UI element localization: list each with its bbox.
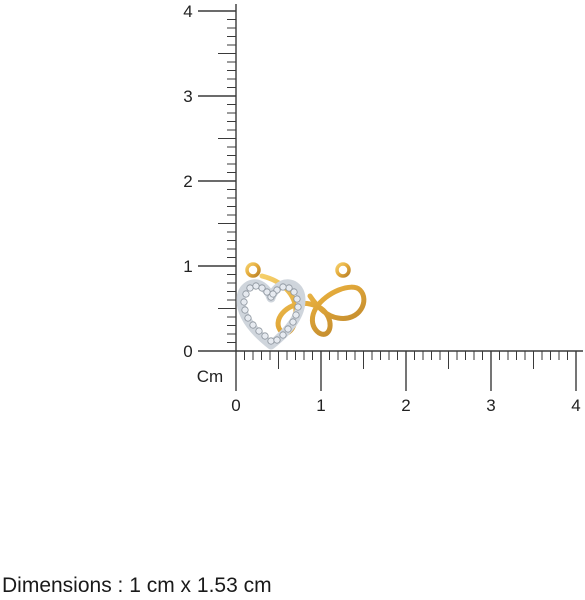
diamond-stone — [289, 318, 297, 326]
x-tick-label: 2 — [401, 396, 410, 415]
y-tick-label: 3 — [183, 87, 192, 106]
diamond-stone — [242, 290, 250, 298]
x-tick-label: 0 — [231, 396, 240, 415]
diamond-stone — [273, 336, 281, 344]
diamond-stone — [285, 284, 293, 292]
diamond-stone — [290, 288, 298, 296]
diamond-stone — [258, 284, 266, 292]
diamond-stone — [279, 331, 287, 339]
diamond-stone — [240, 298, 248, 306]
diamond-stone — [252, 282, 260, 290]
dimensions-caption: Dimensions : 1 cm x 1.53 cm — [2, 574, 272, 597]
diamond-stone — [249, 321, 257, 329]
y-tick-label: 0 — [183, 342, 192, 361]
diamond-stone — [269, 290, 277, 298]
y-tick-label: 2 — [183, 172, 192, 191]
right-bail-loop — [335, 262, 351, 278]
y-tick-label: 1 — [183, 257, 192, 276]
diamond-stone — [261, 332, 269, 340]
y-tick-label: 4 — [183, 2, 192, 21]
diamond-stone — [293, 295, 301, 303]
diamond-stone — [246, 284, 254, 292]
diamond-stone — [255, 327, 263, 335]
x-tick-label: 1 — [316, 396, 325, 415]
diamond-stone — [241, 306, 249, 314]
diamond-stone — [294, 303, 302, 311]
x-tick-label: 4 — [571, 396, 580, 415]
diamond-stone — [292, 311, 300, 319]
diamond-stone — [284, 325, 292, 333]
left-bail-loop — [245, 262, 261, 278]
diamond-stone — [279, 283, 287, 291]
heart-stones — [240, 282, 302, 345]
heart-infinity-pendant-icon — [236, 262, 367, 350]
diamond-stone — [244, 314, 252, 322]
diamond-stone — [267, 337, 275, 345]
x-tick-label: 3 — [486, 396, 495, 415]
unit-label: Cm — [197, 367, 223, 386]
